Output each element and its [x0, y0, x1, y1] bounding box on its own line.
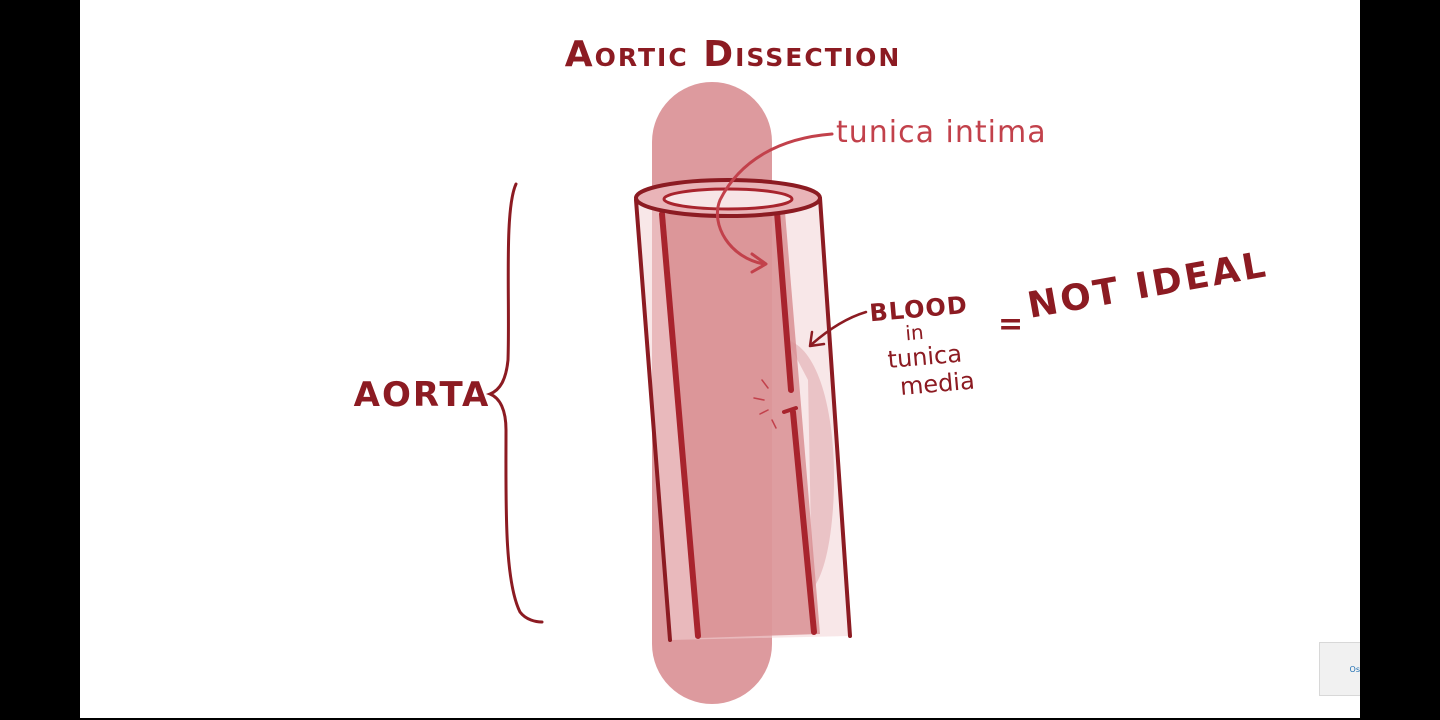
blood-arrowhead-icon: [808, 330, 826, 348]
intima-wall-right-upper: [774, 209, 794, 393]
aortic-dissection-diagram: Aortic Dissection: [354, 34, 1271, 704]
intima-label: tunica intima: [836, 115, 1047, 150]
aorta-brace: [485, 182, 544, 624]
verdict-label: NOT IDEAL: [1024, 244, 1271, 327]
intima-wall-right-lower: [790, 409, 817, 635]
aorta-label: Aorta: [354, 375, 491, 415]
blood-label-line4: media: [899, 367, 976, 401]
intima-arrowhead-icon: [750, 252, 768, 274]
intima-arrow: [715, 132, 834, 266]
tear-spark-icon: [753, 379, 777, 429]
intima-tear-flap: [782, 406, 798, 414]
aorta-outer-wall-right: [818, 196, 852, 638]
intima-wall-left: [659, 211, 701, 639]
blood-in-media-label: Blood in tunica media: [868, 291, 976, 401]
aorta-lumen: [665, 212, 820, 638]
blood-label-line2: in: [904, 320, 924, 345]
equals-sign: =: [998, 307, 1023, 342]
osmosis-watermark[interactable]: Osmosis: [1319, 642, 1360, 696]
aorta-outer-wall-left: [634, 198, 672, 642]
drawing-canvas: Aortic Dissection: [80, 0, 1360, 718]
blood-label-line3: tunica: [886, 340, 963, 374]
diagram-title: Aortic Dissection: [565, 34, 902, 75]
osmosis-logo-icon: Osmosis: [1349, 664, 1360, 674]
blood-arrow: [810, 310, 868, 346]
